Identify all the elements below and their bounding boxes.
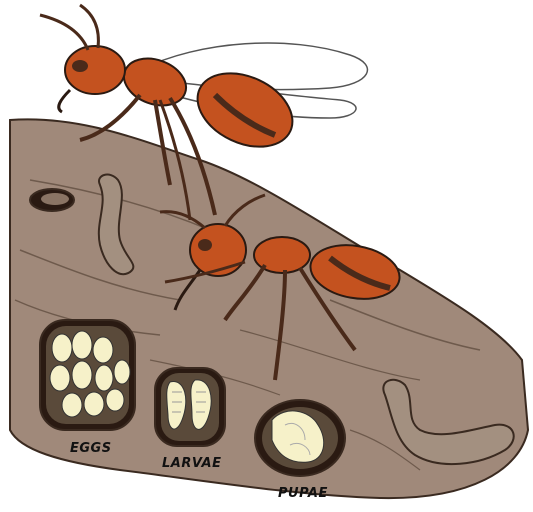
egg-cluster-icon xyxy=(40,320,135,430)
pupae-label: PUPAE xyxy=(278,486,328,501)
pupa-icon xyxy=(255,400,345,476)
eggs-label: EGGS xyxy=(70,441,112,456)
larvae-label: LARVAE xyxy=(162,456,221,471)
larvae-icon xyxy=(155,368,225,446)
